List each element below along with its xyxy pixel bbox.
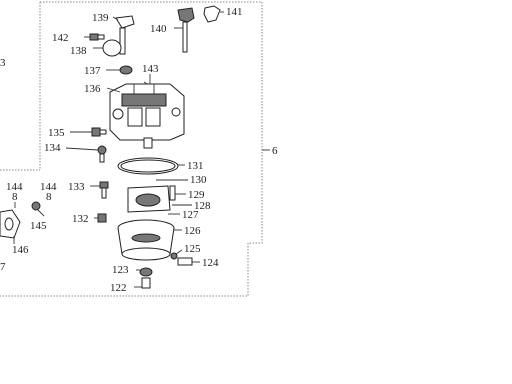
label-145: 145 — [30, 220, 47, 232]
label-137: 137 — [84, 65, 101, 77]
label-144-right-sub: 8 — [46, 191, 52, 203]
label-133: 133 — [68, 181, 85, 193]
part-136-carburetor-body — [106, 83, 185, 149]
part-127-float — [127, 185, 180, 215]
label-144-right: 144 — [40, 181, 57, 193]
part-123-washer — [136, 267, 153, 277]
label-146: 146 — [12, 244, 29, 256]
part-122-bolt — [134, 277, 151, 289]
label-125: 125 — [184, 243, 201, 255]
part-126-float-bowl — [117, 219, 182, 261]
part-142-screw — [84, 33, 105, 41]
label-132: 132 — [72, 213, 89, 225]
label-138: 138 — [70, 45, 87, 57]
label-131: 131 — [187, 160, 204, 172]
label-130: 130 — [190, 174, 207, 186]
part-146-bracket — [0, 209, 21, 244]
part-139-throttle-shaft — [112, 15, 135, 55]
part-124-screw — [177, 257, 200, 266]
part-132-washer — [94, 213, 107, 223]
label-135: 135 — [48, 127, 65, 139]
label-124: 124 — [202, 257, 219, 269]
part-138-throttle-valve — [93, 39, 122, 57]
label-142: 142 — [52, 32, 69, 44]
label-136: 136 — [84, 83, 101, 95]
part-137-seal — [106, 65, 133, 75]
part-131-float-bowl-gasket — [117, 157, 185, 175]
label-122: 122 — [110, 282, 127, 294]
label-144-left: 144 — [6, 181, 23, 193]
label-140: 140 — [150, 23, 167, 35]
label-6: 6 — [272, 145, 278, 157]
label-3: 3 — [0, 57, 6, 69]
label-123: 123 — [112, 264, 129, 276]
label-128: 128 — [194, 200, 211, 212]
part-129-needle-valve — [169, 185, 186, 201]
label-129: 129 — [188, 189, 205, 201]
part-135-screw — [70, 127, 107, 137]
part-145-bolt — [31, 201, 45, 217]
part-140-choke-shaft — [174, 7, 195, 53]
part-125-washer — [170, 249, 183, 260]
label-134: 134 — [44, 142, 61, 154]
label-7: 7 — [0, 261, 6, 273]
label-141: 141 — [226, 6, 243, 18]
label-126: 126 — [184, 225, 201, 237]
main-assembly-frame — [0, 1, 263, 297]
label-127: 127 — [182, 209, 199, 221]
label-144-left-sub: 8 — [12, 191, 18, 203]
part-141-clip — [203, 5, 224, 23]
label-143: 143 — [142, 63, 159, 75]
label-139: 139 — [92, 12, 109, 24]
part-134-screw — [65, 145, 107, 163]
part-133-drain-screw — [90, 181, 109, 199]
